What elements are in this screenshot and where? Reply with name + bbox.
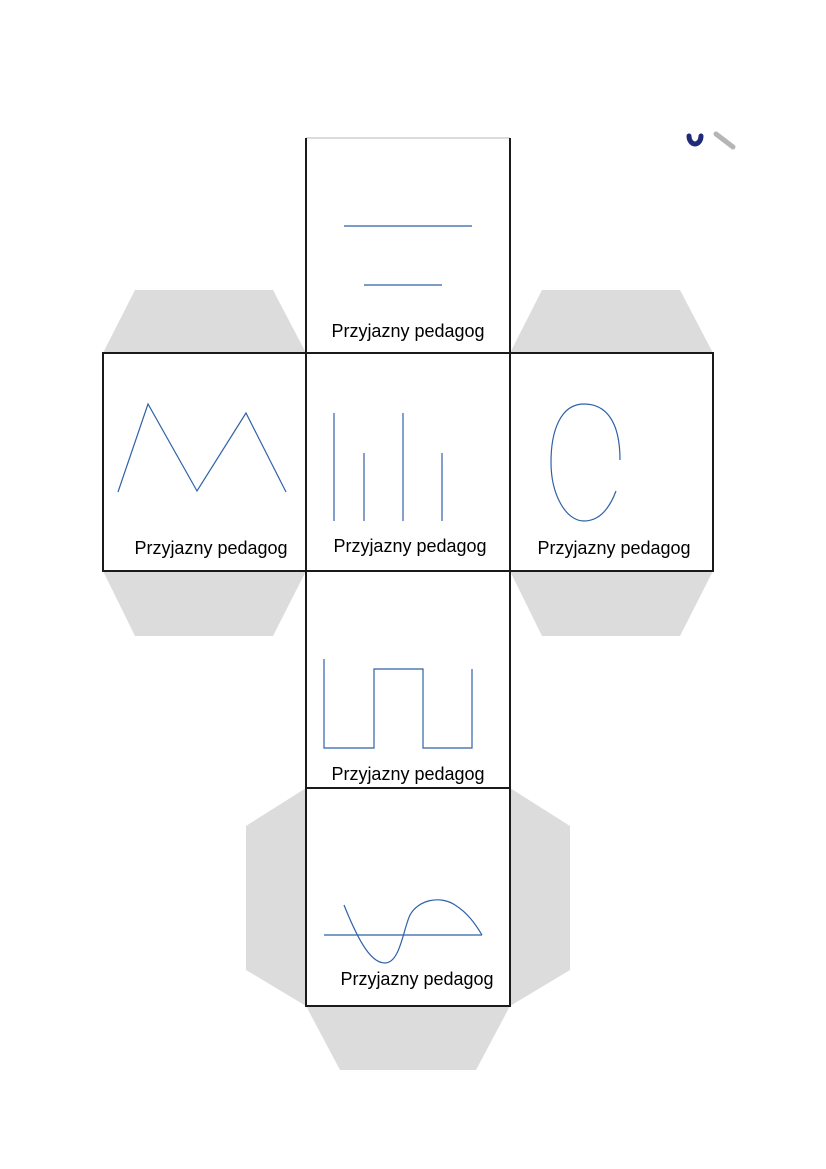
pattern-two-horizontal-lines	[344, 225, 472, 286]
glue-tab-bottom-right	[510, 788, 570, 1006]
face-bottom-caption: Przyjazny pedagog	[340, 969, 493, 989]
glue-tab-bottom-left	[246, 788, 306, 1006]
face-lower-caption: Przyjazny pedagog	[331, 764, 484, 784]
pattern-sine-wave	[324, 899, 483, 964]
face-right	[509, 352, 714, 572]
logo-fragment	[686, 131, 736, 150]
pattern-arc	[550, 403, 621, 522]
pattern-vertical-lines	[333, 413, 443, 521]
pattern-square-wave	[323, 659, 473, 749]
glue-tab-left-top	[103, 290, 306, 353]
face-left-caption: Przyjazny pedagog	[134, 538, 287, 558]
pattern-zigzag	[117, 402, 287, 493]
face-center-caption: Przyjazny pedagog	[333, 536, 486, 556]
glue-tab-right-bottom	[510, 571, 713, 636]
face-right-caption: Przyjazny pedagog	[537, 538, 690, 558]
face-left	[102, 352, 307, 572]
glue-tab-left-bottom	[103, 571, 306, 636]
glue-tab-bottom	[306, 1006, 510, 1070]
glue-tab-right-top	[510, 290, 713, 353]
face-bottom	[305, 787, 511, 1007]
face-lower	[305, 570, 511, 789]
face-top-caption: Przyjazny pedagog	[331, 321, 484, 341]
